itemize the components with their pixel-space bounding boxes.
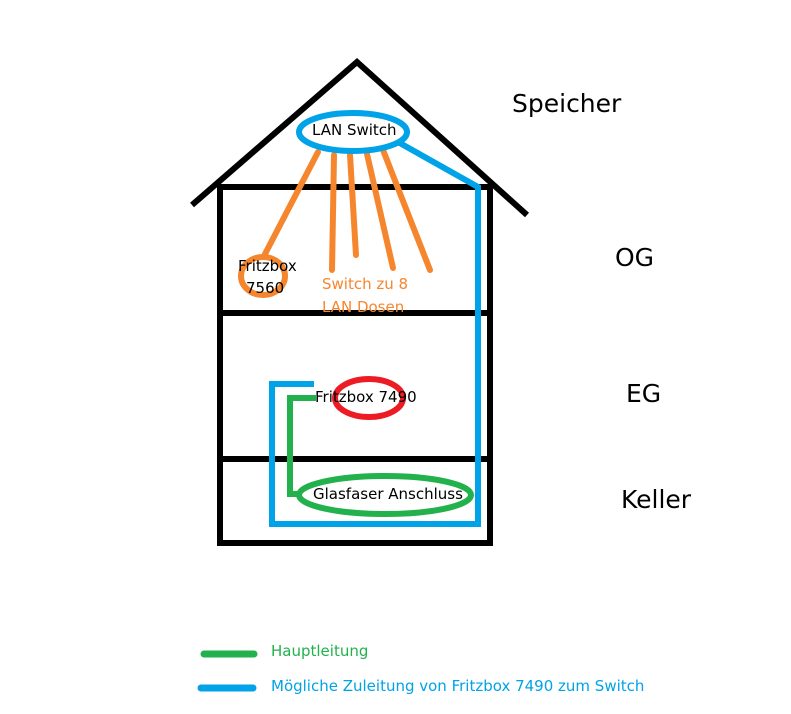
lan-switch-label: LAN Switch	[312, 121, 397, 139]
legend-possible-line-label: Mögliche Zuleitung von Fritzbox 7490 zum…	[271, 677, 645, 695]
floor-label-og: OG	[615, 243, 655, 272]
switch-note-line2: LAN Dosen	[322, 298, 405, 316]
legend-main-line-label: Hauptleitung	[271, 642, 369, 660]
floor-label-speicher: Speicher	[512, 89, 622, 118]
fritzbox-7490-label: Fritzbox 7490	[315, 388, 417, 406]
blue-possible-line	[269, 139, 481, 527]
fiber-ellipse	[296, 473, 474, 517]
orange-cables	[262, 147, 433, 273]
fritzbox-7560-label-line2: 7560	[246, 279, 285, 297]
roof-outline	[190, 57, 530, 218]
fritzbox-7560-label-line1: Fritzbox	[238, 257, 297, 275]
fritzbox-7490-ellipse	[332, 376, 406, 420]
green-main-line	[287, 395, 316, 497]
floor-label-eg: EG	[626, 379, 662, 408]
fiber-label: Glasfaser Anschluss	[313, 485, 463, 503]
house-walls	[217, 184, 493, 546]
lan-switch-ellipse	[296, 110, 410, 154]
switch-note-line1: Switch zu 8	[322, 275, 409, 293]
floor-label-keller: Keller	[621, 485, 692, 514]
fritzbox-7560-ellipse	[238, 254, 288, 298]
